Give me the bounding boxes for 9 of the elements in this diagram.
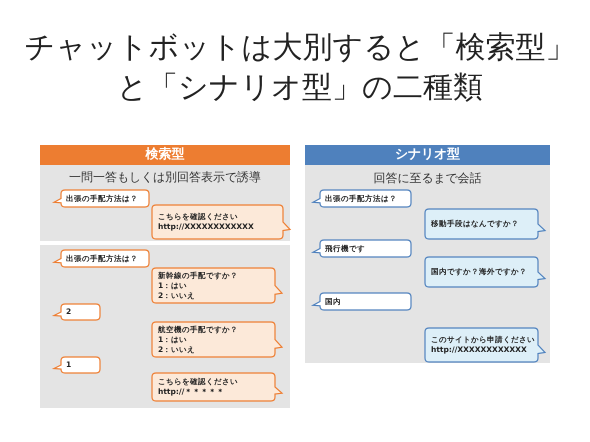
panel-section bbox=[40, 165, 290, 241]
panel-section bbox=[40, 245, 290, 408]
title: チャットボットは大別すると「検索型」と「シナリオ型」の二種類 bbox=[24, 29, 576, 107]
panel-header: 検索型 bbox=[40, 145, 290, 165]
panel-subtitle: 回答に至るまで会話 bbox=[372, 170, 482, 187]
panel-header: シナリオ型 bbox=[305, 145, 550, 165]
panel-subtitle: 一問一答もしくは別回答表示で誘導 bbox=[68, 169, 262, 186]
search-panel bbox=[40, 145, 290, 408]
scenario-panel bbox=[305, 145, 550, 363]
